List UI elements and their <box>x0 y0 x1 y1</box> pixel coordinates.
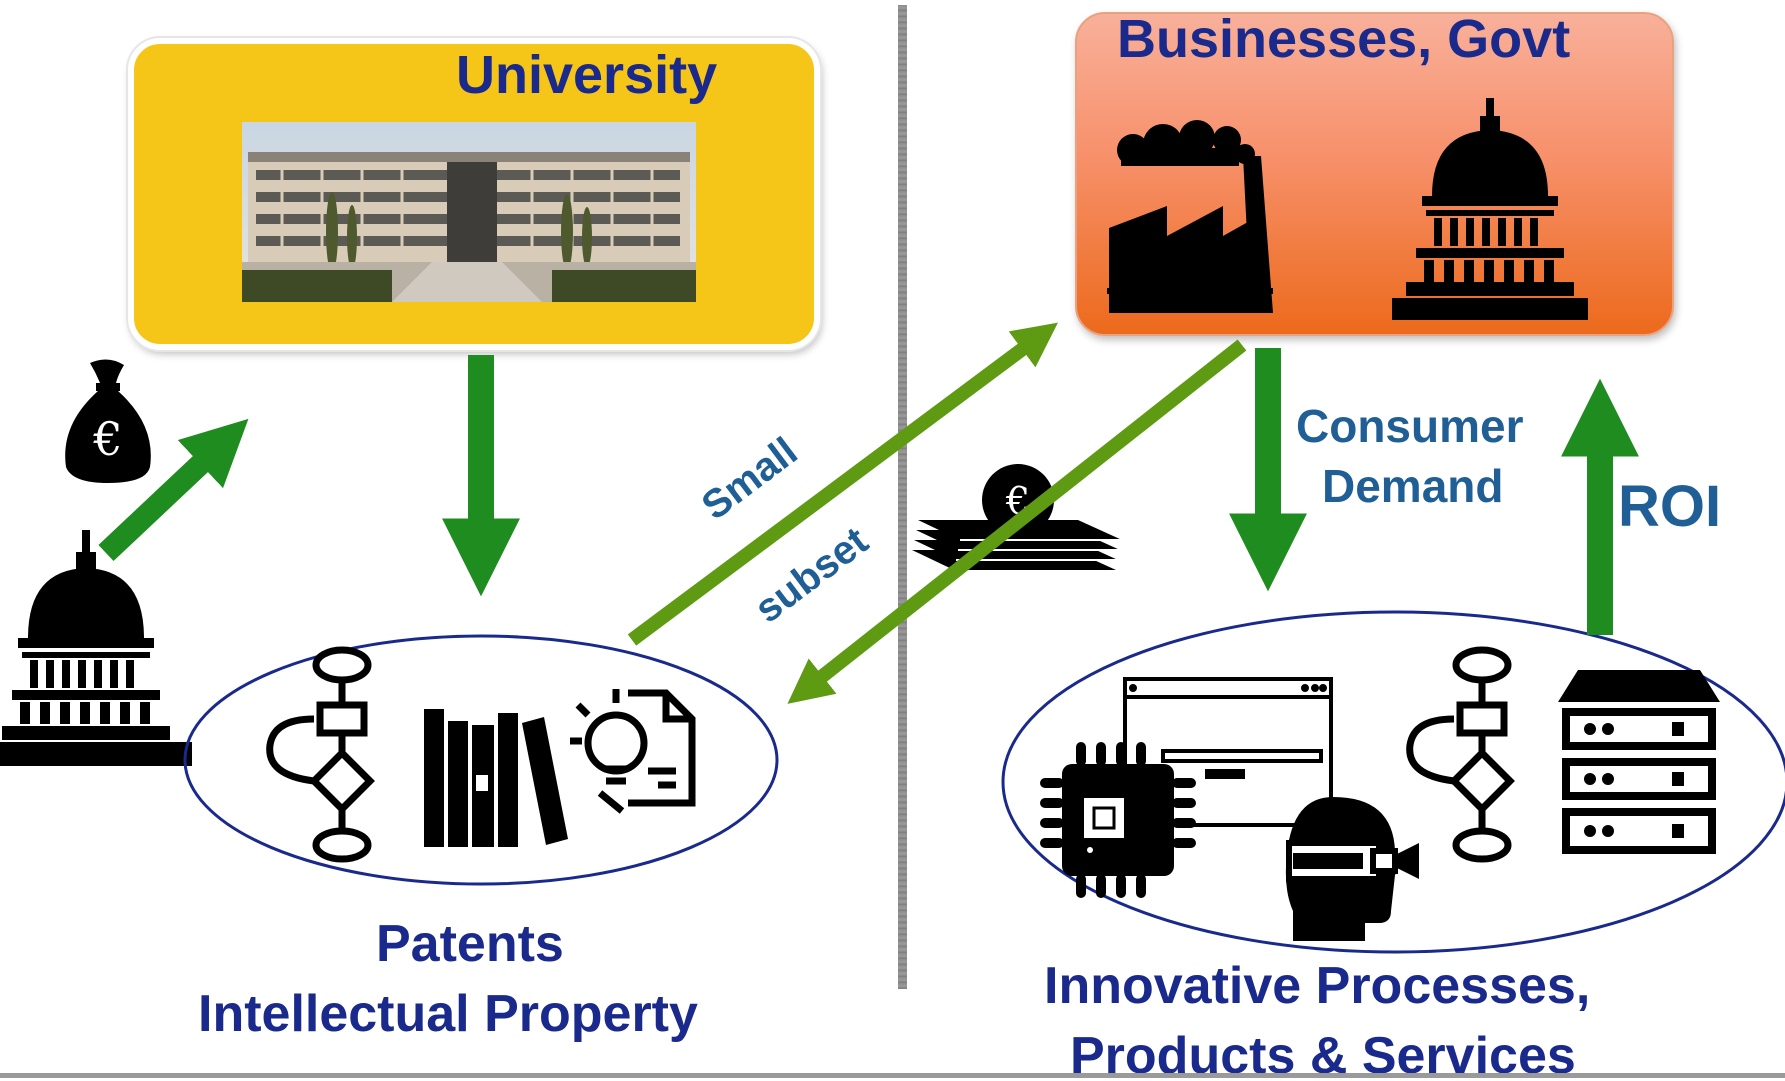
roi-label: ROI <box>1618 474 1722 539</box>
factory-icon <box>1105 118 1275 313</box>
capitol-icon <box>1392 98 1588 320</box>
licensing-payment-arrow <box>787 339 1247 704</box>
idea-document-icon <box>568 685 698 815</box>
products-services-label: Products & Services <box>1070 1027 1576 1081</box>
vr-headset-icon <box>1283 793 1423 943</box>
innovative-processes-label: Innovative Processes, <box>1044 957 1591 1015</box>
process-flowchart-icon <box>1402 645 1520 863</box>
patents-label: Patents <box>376 915 564 973</box>
money-bag-icon: € <box>60 355 156 485</box>
funding-arrow <box>98 418 249 562</box>
university-building-photo <box>242 122 696 302</box>
patents-ellipse <box>183 634 779 886</box>
businesses-title: Businesses, Govt <box>1117 9 1571 69</box>
books-icon <box>420 705 570 850</box>
capitol-icon-left <box>0 530 192 770</box>
small-subset-arrow <box>627 322 1058 646</box>
money-bag-euro-symbol: € <box>92 412 122 466</box>
intellectual-property-label: Intellectual Property <box>198 985 698 1043</box>
consumer-label: Consumer <box>1296 400 1524 452</box>
microchip-icon <box>1038 740 1198 900</box>
demand-label: Demand <box>1322 460 1504 512</box>
browser-window-icon <box>1123 677 1333 827</box>
server-rack-icon <box>1558 668 1720 856</box>
cash-stack-icon: € <box>908 462 1128 572</box>
university-title: University <box>456 45 718 105</box>
center-divider <box>898 5 907 989</box>
innovations-ellipse <box>1001 610 1785 954</box>
flowchart-icon <box>262 645 380 863</box>
bottom-rule <box>0 1073 1785 1078</box>
